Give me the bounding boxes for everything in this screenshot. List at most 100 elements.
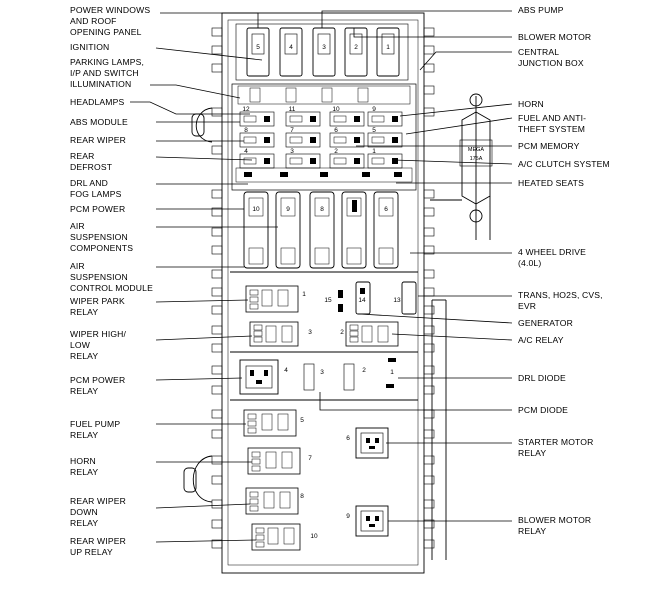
left-label-6: REAR WIPER	[70, 135, 126, 145]
box-body: 54321121110987654321109876MEGA175A115141…	[183, 12, 493, 574]
leader-left-2	[155, 47, 263, 61]
top-fuse-4	[344, 27, 368, 77]
mini-fuse-inner-3	[333, 115, 347, 123]
right-label-4: HORN	[518, 99, 544, 109]
right-tab-13	[423, 325, 435, 335]
relay-3	[249, 321, 299, 347]
top-fuse-3	[312, 27, 336, 77]
relay-2-pin-1	[349, 324, 359, 331]
relay-number-5: 5	[300, 417, 304, 424]
relay-8-slot-a	[263, 491, 275, 509]
mini-fuse-blade-1	[264, 116, 270, 122]
mini-fuse-number-12: 1	[372, 148, 376, 155]
top-fuse-number-2: 4	[289, 44, 293, 51]
mini-fuse-blade-12	[392, 158, 398, 164]
relay-8	[245, 487, 299, 515]
top-fuse-number-4: 2	[354, 44, 358, 51]
right-tab-8	[423, 227, 435, 237]
mini-fuse-blade-11	[354, 158, 360, 164]
mega-fuse-label-box	[459, 139, 493, 167]
right-tab-6	[423, 189, 435, 199]
top-fuse-frame	[235, 23, 409, 81]
maxi-fuse-bottom-window-2	[280, 247, 296, 265]
relay-7	[247, 447, 301, 475]
mini-fuse-blade-7	[354, 137, 360, 143]
left-tab-3	[211, 63, 223, 73]
right-tab-16	[423, 385, 435, 395]
maxi-fuse-top-window-3	[314, 197, 330, 217]
right-tab-23	[423, 539, 435, 549]
top-fuse-number-1: 5	[256, 44, 260, 51]
left-label-9: PCM POWER	[70, 204, 126, 214]
leader-left-14	[155, 377, 243, 381]
leader-right-7	[393, 159, 513, 165]
relay-3-slot-a	[265, 325, 277, 343]
relay-1-slot-a	[261, 289, 273, 307]
relay-5	[243, 409, 297, 437]
right-tab-18	[423, 429, 435, 439]
mini-fuse-inner-5	[243, 136, 257, 144]
drl-diode	[343, 363, 355, 391]
relay-number-3: 3	[308, 329, 312, 336]
maxi-fuse-bottom-window-3	[314, 247, 330, 265]
small-number-15: 15	[324, 297, 332, 304]
mini-fuse-inner-1	[243, 115, 257, 123]
leader-left-18	[155, 539, 257, 543]
relay-4-pin-b	[264, 370, 268, 376]
relay-7-slot-b	[281, 451, 293, 469]
left-tab-9	[211, 245, 223, 255]
relay-7-pin-1	[251, 451, 261, 458]
right-label-13: DRL DIODE	[518, 373, 566, 383]
relay-peg-upper-4	[357, 87, 369, 103]
mini-fuse-inner-4	[371, 115, 385, 123]
left-tab-17	[211, 409, 223, 419]
mini-fuse-block	[231, 83, 417, 191]
left-tab-6	[211, 189, 223, 199]
maxi-fuse-5	[373, 191, 399, 269]
right-label-9: 4 WHEEL DRIVE(4.0L)	[518, 247, 587, 268]
top-fuse-2	[279, 27, 303, 77]
relay-2-slot-b	[377, 325, 389, 343]
right-tab-22	[423, 519, 435, 529]
maxi-fuse-7-terminal	[352, 200, 357, 212]
mega-bottom-eye	[469, 209, 483, 223]
mini-fuse-inner-6	[289, 136, 303, 144]
relay-3-slot-b	[281, 325, 293, 343]
housing-inner-outline	[227, 19, 419, 566]
mega-fuse-label-line2: 175A	[470, 156, 483, 162]
left-tab-12	[211, 305, 223, 315]
leader-right-1	[321, 10, 512, 28]
top-fuse-5	[376, 27, 400, 77]
relay-1-slot-b	[277, 289, 289, 307]
maxi-fuse-4	[341, 191, 367, 269]
maxi-fuse-number-1: 10	[252, 206, 260, 213]
relay-number-10: 10	[310, 533, 318, 540]
mini-fuse-7	[329, 132, 365, 148]
top-fuse-window-4	[349, 33, 363, 55]
left-tab-10	[211, 269, 223, 279]
diode-1-mark-top	[388, 358, 396, 362]
top-fuse-window-2	[284, 33, 298, 55]
mini-fuse-number-8: 5	[372, 127, 376, 134]
mega-top-eye	[469, 93, 483, 107]
right-label-6: PCM MEMORY	[518, 141, 580, 151]
mini-fuse-blade-6	[310, 137, 316, 143]
leader-left-1	[160, 12, 259, 28]
small-number-13: 13	[393, 297, 401, 304]
right-tab-14	[423, 343, 435, 353]
lower-strip-blade-2	[280, 172, 288, 177]
leader-right-5	[405, 117, 513, 135]
top-fuse-number-3: 3	[322, 44, 326, 51]
mini-fuse-2	[285, 111, 321, 127]
left-tab-8	[211, 227, 223, 237]
mini-fuse-number-11: 2	[334, 148, 338, 155]
relay-2-pin-2	[349, 330, 359, 337]
mini-fuse-number-5: 8	[244, 127, 248, 134]
mini-fuse-number-1: 12	[242, 106, 250, 113]
